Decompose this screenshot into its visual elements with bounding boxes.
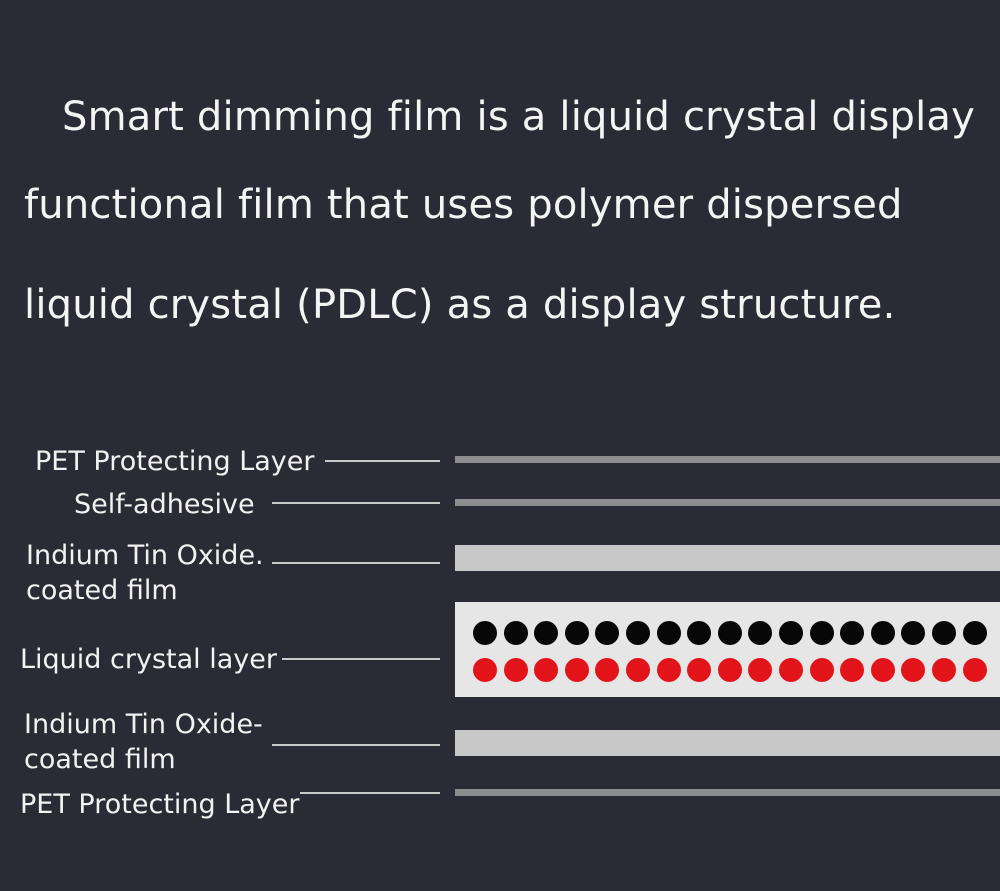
- layer-self-adhesive: [455, 499, 1000, 506]
- black-particle: [748, 621, 773, 645]
- red-particle: [870, 658, 895, 682]
- red-particle: [626, 658, 650, 682]
- black-particle: [932, 621, 956, 645]
- black-particle: [717, 621, 742, 645]
- layer-pet-bottom: [455, 789, 1000, 796]
- black-particle: [626, 621, 650, 645]
- red-particle: [717, 658, 742, 682]
- black-particle: [840, 621, 865, 645]
- label-pet-top: PET Protecting Layer: [35, 446, 315, 477]
- red-particle: [932, 658, 956, 682]
- red-particle: [809, 658, 834, 682]
- intro-line-2: functional film that uses polymer disper…: [24, 182, 903, 228]
- leader-liquid-crystal: [282, 658, 440, 660]
- label-self-adhesive: Self-adhesive: [74, 489, 255, 520]
- black-particle: [962, 621, 987, 645]
- pdlc-layer-diagram: PET Protecting Layer Self-adhesive Indiu…: [0, 430, 1000, 830]
- black-particle: [473, 621, 497, 645]
- red-particle: [840, 658, 865, 682]
- label-ito-bottom: Indium Tin Oxide- coated film: [24, 709, 263, 775]
- red-particle: [473, 658, 497, 682]
- layer-ito-bottom: [455, 730, 1000, 756]
- label-ito-top: Indium Tin Oxide. coated film: [26, 540, 264, 606]
- leader-pet-top: [325, 460, 440, 462]
- red-particle: [595, 658, 620, 682]
- black-particle: [901, 621, 926, 645]
- red-particle: [779, 658, 803, 682]
- leader-ito-top: [272, 562, 440, 564]
- black-particle: [534, 621, 559, 645]
- intro-line-3: liquid crystal (PDLC) as a display struc…: [24, 282, 896, 328]
- label-pet-bottom: PET Protecting Layer: [20, 789, 300, 820]
- red-particle: [656, 658, 681, 682]
- red-particle: [503, 658, 528, 682]
- leader-pet-bottom: [300, 792, 440, 794]
- red-particle: [901, 658, 926, 682]
- red-particle: [687, 658, 712, 682]
- layer-liquid-crystal: [455, 602, 1000, 697]
- intro-line-1: Smart dimming film is a liquid crystal d…: [62, 94, 975, 140]
- black-particle: [779, 621, 803, 645]
- black-particle: [809, 621, 834, 645]
- red-particle: [534, 658, 559, 682]
- red-particle: [748, 658, 773, 682]
- layer-pet-top: [455, 456, 1000, 463]
- black-particle: [870, 621, 895, 645]
- black-particle: [656, 621, 681, 645]
- leader-self-adhesive: [272, 502, 440, 504]
- red-particle: [564, 658, 589, 682]
- layer-ito-top: [455, 545, 1000, 571]
- label-liquid-crystal: Liquid crystal layer: [20, 644, 277, 675]
- black-particle: [595, 621, 620, 645]
- black-particle: [503, 621, 528, 645]
- black-particle: [564, 621, 589, 645]
- black-particle: [687, 621, 712, 645]
- leader-ito-bottom: [272, 744, 440, 746]
- intro-text: Smart dimming film is a liquid crystal d…: [0, 0, 1000, 380]
- red-particle: [962, 658, 987, 682]
